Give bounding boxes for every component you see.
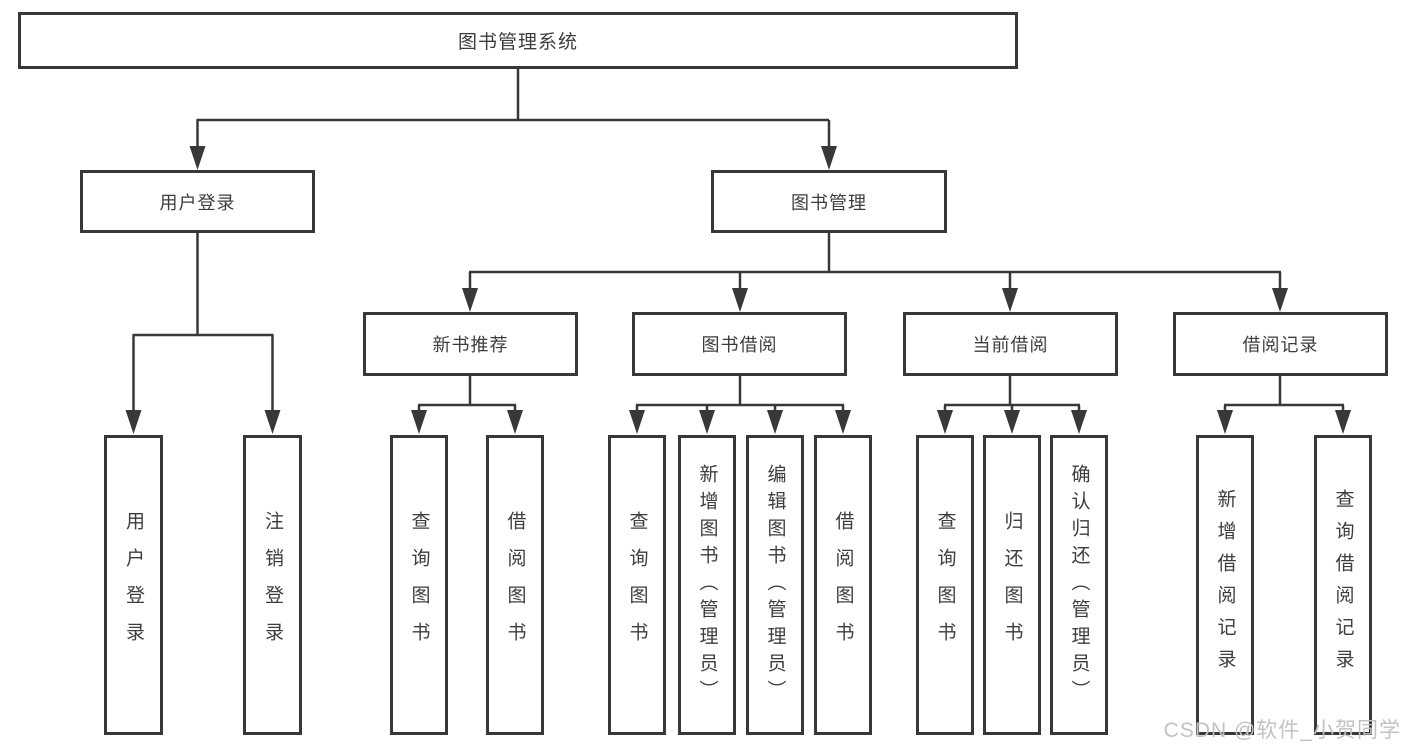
leaf-query-books-current-label: 查询图书	[934, 511, 956, 659]
leaf-add-book-admin: 新增图书（管理员）	[678, 435, 736, 735]
leaf-borrow-books-recommend-label: 借阅图书	[504, 511, 526, 659]
leaf-query-borrow-record-label: 查询借阅记录	[1332, 489, 1354, 681]
leaf-query-books-borrow-label: 查询图书	[626, 511, 648, 659]
node-user-login-label: 用户登录	[159, 192, 236, 213]
leaf-confirm-return-admin-label: 确认归还（管理员）	[1068, 463, 1090, 707]
node-book-management: 图书管理	[711, 170, 947, 233]
leaf-edit-book-admin-label: 编辑图书（管理员）	[764, 463, 786, 707]
leaf-logout-label: 注销登录	[262, 511, 283, 659]
connector-new-book-children	[411, 376, 523, 434]
node-root-label: 图书管理系统	[457, 32, 578, 53]
leaf-user-login-label: 用户登录	[123, 511, 144, 659]
leaf-add-borrow-record: 新增借阅记录	[1196, 435, 1254, 735]
leaf-borrow-books-label: 借阅图书	[832, 511, 854, 659]
connector-root-to-level2	[189, 68, 837, 170]
leaf-return-books: 归还图书	[983, 435, 1041, 735]
leaf-confirm-return-admin: 确认归还（管理员）	[1050, 435, 1108, 735]
connector-records-children	[1217, 376, 1351, 434]
leaf-query-borrow-record: 查询借阅记录	[1314, 435, 1372, 735]
node-book-borrow: 图书借阅	[632, 312, 847, 376]
node-new-book-recommend: 新书推荐	[363, 312, 578, 376]
leaf-logout: 注销登录	[243, 435, 302, 735]
connector-user-login-children	[125, 233, 281, 434]
leaf-borrow-books-recommend: 借阅图书	[486, 435, 544, 735]
leaf-query-books-recommend-label: 查询图书	[408, 511, 430, 659]
node-borrow-records-label: 借阅记录	[1242, 335, 1319, 355]
leaf-query-books-borrow: 查询图书	[608, 435, 666, 735]
node-new-book-recommend-label: 新书推荐	[432, 335, 509, 355]
node-book-borrow-label: 图书借阅	[701, 335, 778, 355]
node-borrow-records: 借阅记录	[1173, 312, 1388, 376]
leaf-add-borrow-record-label: 新增借阅记录	[1214, 489, 1236, 681]
watermark: CSDN @软件_小贺同学	[1163, 719, 1401, 742]
leaf-query-books-current: 查询图书	[916, 435, 974, 735]
leaf-query-books-recommend: 查询图书	[390, 435, 448, 735]
connector-current-borrow-children	[937, 376, 1087, 434]
connector-book-management-children	[462, 233, 1288, 312]
leaf-borrow-books: 借阅图书	[814, 435, 872, 735]
node-book-management-label: 图书管理	[791, 192, 867, 213]
node-current-borrow: 当前借阅	[903, 312, 1118, 376]
node-root: 图书管理系统	[18, 12, 1018, 69]
leaf-return-books-label: 归还图书	[1001, 511, 1023, 659]
node-current-borrow-label: 当前借阅	[972, 335, 1049, 355]
leaf-edit-book-admin: 编辑图书（管理员）	[746, 435, 804, 735]
connector-book-borrow-children	[629, 376, 851, 434]
leaf-user-login: 用户登录	[104, 435, 163, 735]
leaf-add-book-admin-label: 新增图书（管理员）	[696, 463, 718, 707]
node-user-login: 用户登录	[80, 170, 315, 233]
